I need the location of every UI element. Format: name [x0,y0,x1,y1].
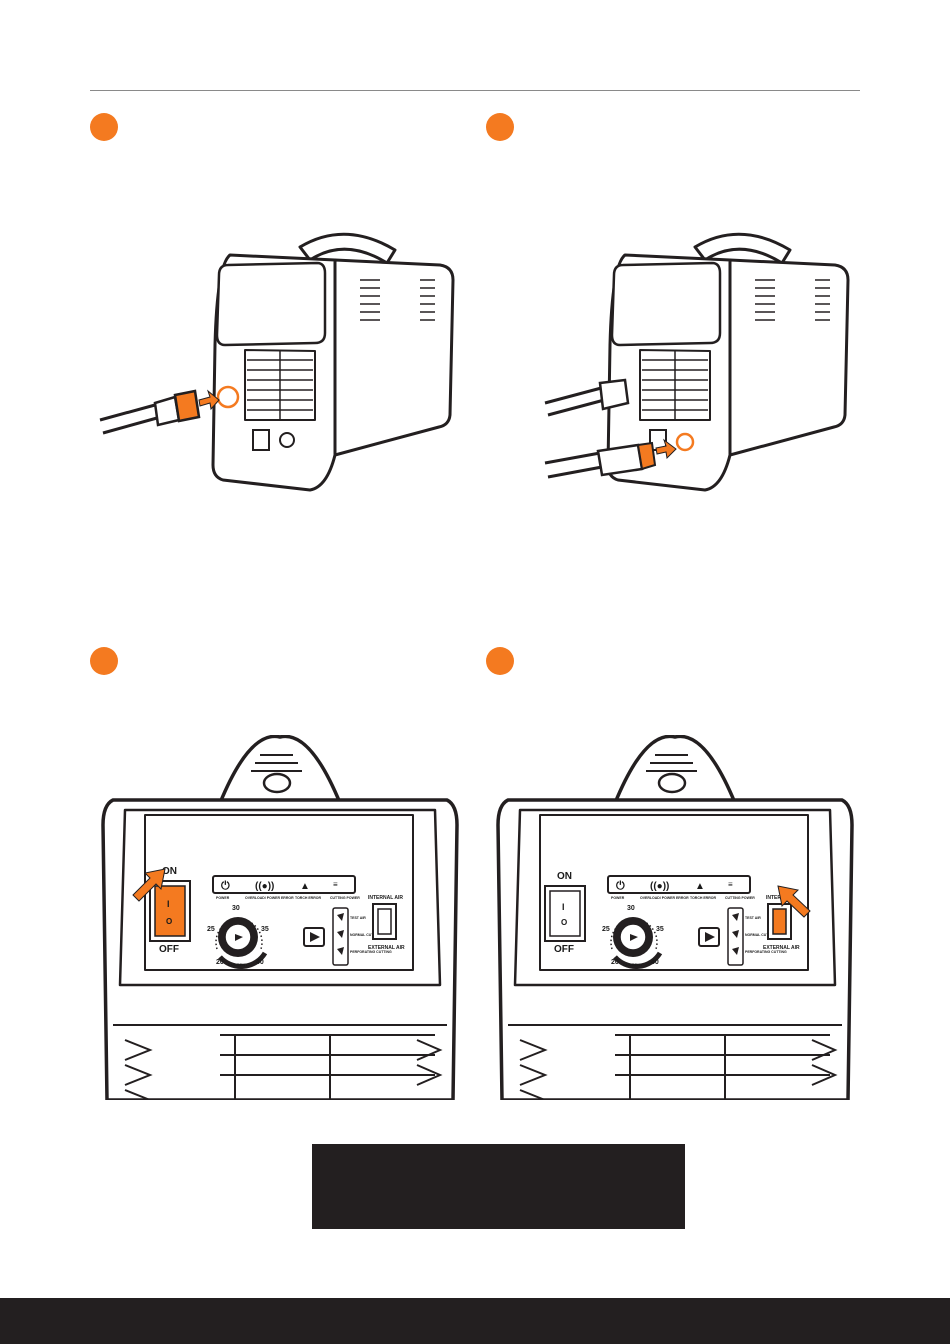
cutting-power-indicator-label: CUTTING POWER [725,896,755,900]
mode-indicator-column [332,907,349,966]
svg-text:≡: ≡ [728,880,733,889]
test-air-label: TEST AIR [350,916,366,920]
power-switch-rocker[interactable] [154,885,186,937]
svg-text:▲: ▲ [695,881,705,892]
overload-indicator-label: OVERLOAD/ POWER ERROR [245,896,294,900]
switch-off-label: OFF [554,944,574,955]
switch-on-label: ON [162,866,177,877]
normal-cutting-label: NORMAL CUTTING [350,933,382,937]
air-switch-rocker[interactable] [772,908,787,935]
pointer-arrow-icon [777,885,811,918]
top-handle [218,735,342,805]
overload-indicator-label: OVERLOAD/ POWER ERROR [640,896,689,900]
torch-cable [99,403,158,435]
top-handle [613,735,737,805]
indicator-strip [607,875,751,894]
machine-side-panel [728,258,850,457]
switch-on-label: ON [557,871,572,882]
step-2-badge [486,113,514,141]
connected-torch-cable [544,385,609,417]
internal-air-label: INTERNA [766,895,789,901]
power-switch-rocker[interactable] [549,890,581,937]
step-4-badge [486,647,514,675]
earth-socket [675,432,695,452]
torch-socket [216,385,240,409]
dial-label-30: 30 [232,905,240,912]
dial-label-40: 40 [256,959,264,966]
handle-icon [298,232,397,265]
earth-cable [544,451,603,479]
svg-text:⏻: ⏻ [616,879,625,892]
switch-off-symbol: O [166,917,172,926]
test-air-label: TEST AIR [745,916,761,920]
svg-text:((●)): ((●)) [650,881,669,892]
normal-cutting-label: NORMAL CUTTING [745,933,777,937]
dial-label-25: 25 [207,926,215,933]
step-3-badge [90,647,118,675]
machine-display-window [215,261,327,347]
torch-connector-nut [173,389,201,423]
top-divider [90,90,860,91]
air-switch-rocker[interactable] [377,908,392,935]
switch-off-symbol: O [561,918,567,927]
power-indicator-label: POWER [216,896,230,900]
footer-bar [0,1298,950,1344]
dial-label-20: 20 [611,959,619,966]
dial-label-40: 40 [651,959,659,966]
svg-text:▲: ▲ [300,881,310,892]
illustration-power-switch: ⏻ ((●)) ▲ ≡ POWER OVERLOAD/ POWER ERROR … [95,735,465,1100]
dial-label-35: 35 [261,926,269,933]
switch-on-symbol: I [167,899,170,909]
earth-plug-body [596,443,644,477]
cutting-power-indicator-label: CUTTING POWER [330,896,360,900]
mode-indicator-column [727,907,744,966]
indicator-strip [212,875,356,894]
switch-off-label: OFF [159,944,179,955]
air-inlet-port [252,429,270,451]
dial-label-20: 20 [216,959,224,966]
internal-air-label: INTERNAL AIR [368,895,403,901]
machine-display-window [610,261,722,347]
earth-plug-collar [636,441,657,471]
dial-label-25: 25 [602,926,610,933]
caption-box [312,1144,685,1229]
handle-hole [657,772,687,794]
illustration-air-switch: ⏻ ((●)) ▲ ≡ POWER OVERLOAD/ POWER ERROR … [490,735,860,1100]
power-indicator-label: POWER [611,896,625,900]
handle-hole [262,772,292,794]
illustration-earth-connection [490,225,860,500]
svg-text:≡: ≡ [333,880,338,889]
step-1-badge [90,113,118,141]
current-label: CURRENT [228,962,248,967]
dial-label-35: 35 [656,926,664,933]
handle-icon [693,232,792,265]
svg-text:((●)): ((●)) [255,881,274,892]
external-air-label: EXTERNAL AIR [368,945,405,951]
insert-arrow-icon [655,438,677,460]
switch-on-symbol: I [562,902,565,912]
current-label: CURRENT [623,962,643,967]
torch-error-indicator-label: TORCH ERROR [295,896,321,900]
torch-error-indicator-label: TORCH ERROR [690,896,716,900]
earth-socket [279,432,295,448]
machine-side-panel [333,258,455,457]
connected-torch-connector [598,378,630,411]
pointer-arrow-icon [132,868,166,902]
insert-arrow-icon [198,389,220,411]
dial-label-30: 30 [627,905,635,912]
svg-text:⏻: ⏻ [221,879,230,892]
perforating-cutting-label: PERFORATING CUTTING [745,950,787,954]
perforating-cutting-label: PERFORATING CUTTING [350,950,392,954]
external-air-label: EXTERNAL AIR [763,945,800,951]
illustration-torch-connection [95,225,465,500]
